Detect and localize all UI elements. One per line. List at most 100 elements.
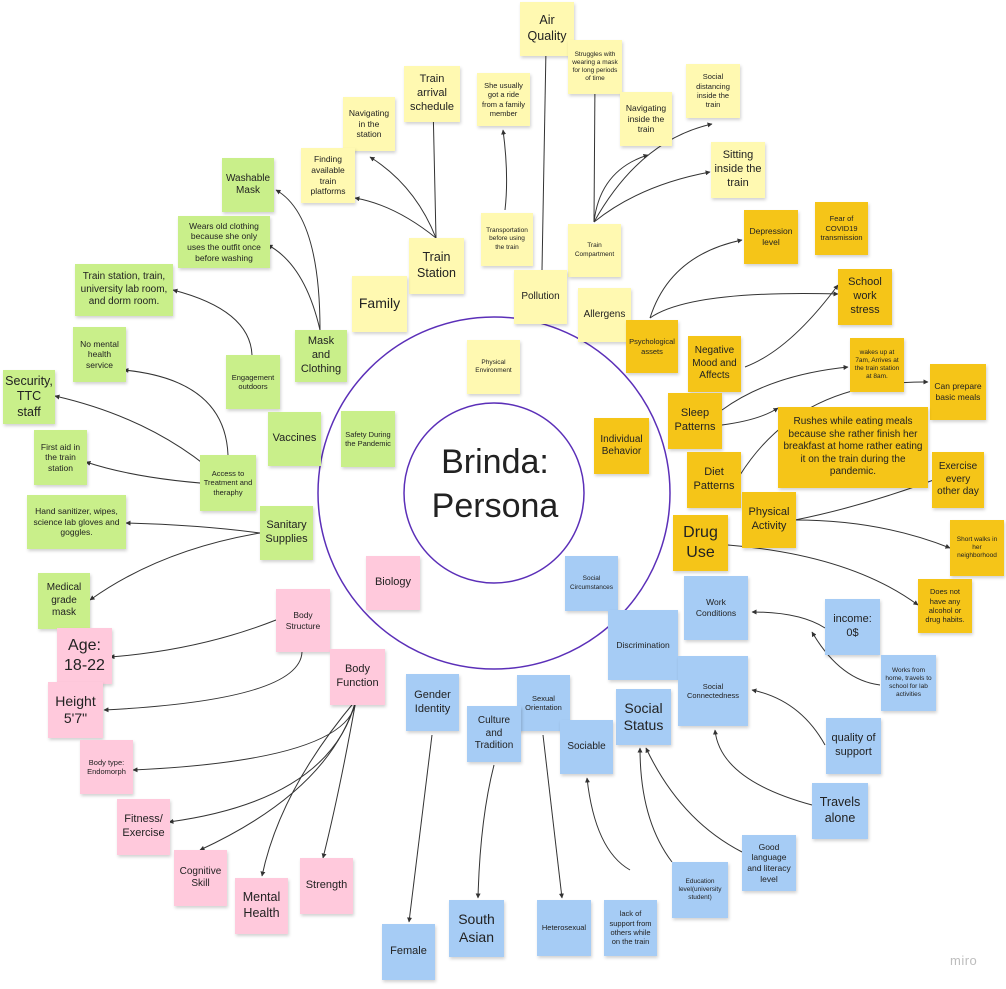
note-social-distancing: Social distancing inside the train bbox=[686, 64, 740, 118]
wire-works-home-work bbox=[811, 631, 881, 686]
note-school-stress: School work stress bbox=[838, 269, 892, 325]
outer-ring bbox=[317, 316, 671, 670]
wire-mask-washable bbox=[275, 189, 321, 331]
wire-psych-depression bbox=[649, 238, 743, 319]
note-drug-use: Drug Use bbox=[673, 515, 728, 571]
note-physical-env: Physical Environment bbox=[467, 340, 520, 394]
wire-compartment-navigating bbox=[593, 153, 649, 223]
note-body-function: Body Function bbox=[330, 649, 385, 705]
note-depression: Depression level bbox=[744, 210, 798, 264]
note-income: income: 0$ bbox=[825, 599, 880, 655]
wire-function-strength bbox=[321, 699, 357, 859]
note-struggles-mask: Struggles with wearing a mask for long p… bbox=[568, 40, 622, 94]
note-social-status: Social Status bbox=[616, 689, 671, 745]
note-diet-patterns: Diet Patterns bbox=[687, 452, 741, 508]
note-body-type: Body type: Endomorph bbox=[80, 740, 133, 794]
note-medical-mask: Medical grade mask bbox=[38, 573, 90, 629]
note-navigating-station: Navigating in the station bbox=[343, 97, 395, 151]
note-sanitizer: Hand sanitizer, wipes, science lab glove… bbox=[27, 495, 126, 549]
persona-title: Brinda: Persona bbox=[431, 443, 559, 526]
wire-mood-school-stress bbox=[744, 284, 839, 368]
wire-income-work bbox=[751, 609, 826, 629]
wire-sexual-heterosexual bbox=[542, 734, 564, 899]
wire-access-no-mental bbox=[123, 367, 229, 456]
note-train-station: Train Station bbox=[409, 238, 464, 294]
note-locations: Train station, train, university lab roo… bbox=[75, 264, 173, 316]
note-heterosexual: Heterosexual bbox=[537, 900, 591, 956]
wire-compartment-sitting bbox=[593, 170, 711, 223]
note-quality-support: quality of support bbox=[826, 718, 881, 774]
note-no-alcohol: Does not have any alcohol or drug habits… bbox=[918, 579, 972, 633]
note-work-conditions: Work Conditions bbox=[684, 576, 748, 640]
note-female: Female bbox=[382, 924, 435, 980]
note-body-structure: Body Structure bbox=[276, 589, 330, 652]
wire-compartment-social bbox=[593, 122, 713, 223]
wire-compartment-struggles bbox=[592, 77, 598, 223]
wire-function-cognitive bbox=[199, 699, 357, 851]
note-sanitary-supplies: Sanitary Supplies bbox=[260, 506, 313, 560]
wire-culture-south-asian bbox=[475, 764, 495, 899]
note-sexual-orientation: Sexual Orientation bbox=[517, 675, 570, 731]
wire-function-mental bbox=[260, 699, 357, 877]
note-mask-clothing: Mask and Clothing bbox=[295, 330, 347, 382]
note-engagement-outdoors: Engagement outdoors bbox=[226, 355, 280, 409]
note-good-language: Good language and literacy level bbox=[742, 835, 796, 891]
note-ride-family: She usually got a ride from a family mem… bbox=[477, 73, 530, 126]
note-train-compartment: Train Compartment bbox=[568, 224, 621, 277]
note-sociable: Sociable bbox=[560, 720, 613, 774]
note-fitness: Fitness/ Exercise bbox=[117, 799, 170, 855]
note-south-asian: South Asian bbox=[449, 900, 504, 957]
wire-gender-female bbox=[407, 734, 433, 923]
note-social-connectedness: Social Connectedness bbox=[678, 656, 748, 726]
note-train-arrival: Train arrival schedule bbox=[404, 66, 460, 122]
note-culture-tradition: Culture and Tradition bbox=[467, 706, 521, 762]
wire-travels-connectedness bbox=[712, 729, 813, 806]
note-transportation: Transportation before using the train bbox=[481, 213, 533, 266]
miro-watermark: miro bbox=[950, 953, 978, 968]
wire-engagement-locations bbox=[172, 288, 253, 356]
wire-physical-walks bbox=[794, 519, 951, 549]
note-no-mental-health: No mental health service bbox=[73, 327, 126, 382]
note-washable-mask: Washable Mask bbox=[222, 158, 274, 212]
wire-body-age bbox=[109, 619, 277, 660]
wire-station-arrival bbox=[430, 102, 437, 239]
note-old-clothing: Wears old clothing because she only uses… bbox=[178, 216, 270, 268]
note-biology: Biology bbox=[366, 556, 420, 610]
note-air-quality: Air Quality bbox=[520, 2, 574, 56]
note-discrimination: Discrimination bbox=[608, 610, 678, 680]
wire-quality-connectedness bbox=[751, 688, 826, 746]
note-gender-identity: Gender Identity bbox=[406, 674, 459, 731]
note-wakes-up: wakes up at 7am, Arrives at the train st… bbox=[850, 338, 904, 392]
wire-station-platforms bbox=[354, 196, 437, 239]
wire-transport-ride bbox=[501, 129, 508, 211]
note-sleep-patterns: Sleep Patterns bbox=[668, 393, 722, 449]
note-negative-mood: Negative Mood and Affects bbox=[688, 336, 741, 392]
wire-drug-alcohol bbox=[727, 544, 919, 606]
note-allergens: Allergens bbox=[578, 288, 631, 342]
note-access-treatment: Access to Treatment and theraphy bbox=[200, 455, 256, 511]
wire-body-height bbox=[103, 651, 303, 713]
wire-sanitary-medical bbox=[89, 532, 261, 601]
note-navigating-inside: Navigating inside the train bbox=[620, 92, 672, 146]
note-psych-assets: Psychological assets bbox=[626, 320, 678, 373]
wire-language-status bbox=[645, 747, 743, 853]
note-safety-pandemic: Safety During the Pandemic bbox=[341, 411, 395, 467]
note-exercise-every: Exercise every other day bbox=[932, 452, 984, 508]
inner-ring bbox=[403, 402, 585, 584]
note-family: Family bbox=[352, 276, 407, 332]
wire-sleep-wakes bbox=[721, 364, 849, 411]
wire-lack-sociable bbox=[585, 777, 631, 871]
note-height: Height 5'7" bbox=[48, 682, 103, 738]
note-strength: Strength bbox=[300, 858, 353, 914]
note-cognitive: Cognitive Skill bbox=[174, 850, 227, 906]
note-pollution: Pollution bbox=[514, 270, 567, 324]
note-rushes-eating: Rushes while eating meals because she ra… bbox=[778, 407, 928, 488]
note-can-prepare: Can prepare basic meals bbox=[930, 364, 986, 420]
wire-sanitary-sanitizer bbox=[125, 520, 261, 534]
note-short-walks: Short walks in her neighborhood bbox=[950, 520, 1004, 576]
note-social-circumstances: Social Circumstances bbox=[565, 556, 618, 611]
note-physical-activity: Physical Activity bbox=[742, 492, 796, 548]
wire-station-navigating bbox=[369, 156, 437, 239]
